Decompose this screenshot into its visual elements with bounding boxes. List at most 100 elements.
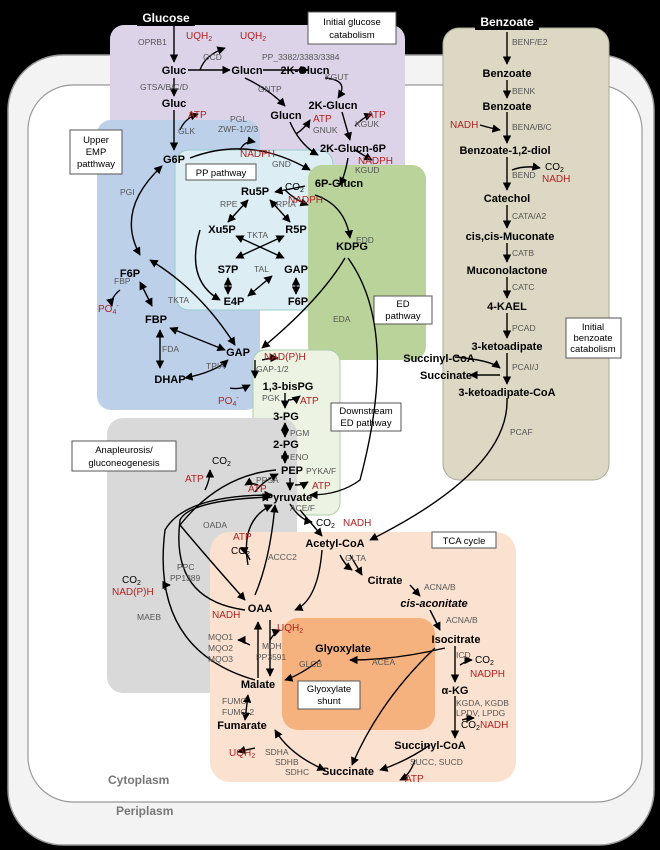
enzyme-ppc: PPC	[177, 562, 194, 572]
reaction-arrow	[341, 111, 352, 141]
reaction-arrow	[169, 326, 226, 352]
enzyme-mdh: MDH	[262, 641, 281, 651]
reaction-arrow	[162, 490, 273, 681]
3-ketoadipate: 3-ketoadipate	[472, 341, 543, 353]
cofactors: UQH2 UQH2 ATP ATP ATP NADPH NADPH CO2 NA…	[98, 31, 570, 785]
initial-glucose-label-1: Initial glucose	[323, 17, 381, 28]
enzyme-sdha: SDHA	[265, 747, 289, 757]
oaa: OAA	[248, 603, 273, 615]
reaction-arrow	[261, 257, 346, 349]
enzyme-tpia: TPIA	[206, 361, 225, 371]
reaction-arrow	[178, 493, 271, 611]
ed-label-2: pathway	[385, 311, 421, 322]
enzyme-catc: CATC	[512, 282, 535, 292]
reaction-arrow	[269, 199, 291, 223]
enzyme-pgi: PGI	[120, 187, 135, 197]
periplasm-label: Periplasm	[116, 804, 173, 818]
alpha-kg: α-KG	[442, 685, 469, 697]
nadph-zwf: NADPH	[240, 149, 275, 160]
reaction-arrow	[349, 554, 363, 576]
enzyme-pyka: PYKA/F	[306, 466, 336, 476]
enzyme-lpdv: LPDV, LPDG	[456, 708, 505, 718]
reaction-arrow	[130, 165, 163, 256]
f6p-pp: F6P	[288, 296, 308, 308]
reaction-arrow	[245, 504, 273, 566]
label-frame	[137, 8, 195, 26]
glyoxylate: Glyoxylate	[315, 643, 371, 655]
reaction-arrow	[269, 628, 281, 641]
reaction-arrow	[227, 199, 249, 223]
atp-pgk: ATP	[300, 396, 319, 407]
upper-emp-label-2: EMP	[86, 147, 107, 158]
enzyme-gcd: GCD	[203, 52, 222, 62]
reaction-arrow	[284, 189, 309, 207]
reaction-arrow	[309, 257, 379, 500]
reaction-arrow	[261, 353, 279, 363]
reaction-arrow	[289, 121, 319, 156]
nadph-maeb: NAD(P)H	[112, 587, 154, 598]
reaction-arrow	[244, 77, 286, 107]
reaction-arrow	[149, 259, 236, 346]
initial-benzoate-label-1: Initial	[582, 322, 604, 333]
gap: GAP	[226, 347, 250, 359]
enzyme-mqo3: MQO3	[208, 654, 233, 664]
enzyme-tkta: TKTA	[168, 295, 189, 305]
enzyme-fumc2: FUMC-2	[222, 707, 254, 717]
reaction-arrow	[179, 112, 199, 131]
reaction-arrow	[354, 149, 373, 161]
atp-glk: ATP	[188, 110, 207, 121]
enzyme-acea: ACEA	[372, 657, 395, 667]
atp-accc: ATP	[233, 532, 252, 543]
reaction-arrow	[235, 235, 285, 259]
co2-icd: CO2	[475, 655, 494, 667]
enzyme-gntp: GNTP	[258, 84, 282, 94]
enzyme-acna2: ACNA/B	[446, 615, 478, 625]
enzyme-eno: ENO	[290, 452, 309, 462]
glyoxylate-shunt-region	[282, 618, 435, 730]
enzyme-rpe: RPE	[220, 199, 238, 209]
e4p: E4P	[224, 296, 245, 308]
nadh-pyr: NADH	[343, 518, 371, 529]
enzyme-benf: BENF/E2	[512, 37, 548, 47]
nadh-kgd: NADH	[480, 720, 508, 731]
reaction-arrow	[314, 194, 354, 239]
nadh-mqo: NADH	[212, 610, 240, 621]
reaction-arrow	[324, 77, 346, 99]
glucose-input-label: Glucose	[142, 11, 190, 25]
nadph-gnd: NADPH	[288, 195, 323, 206]
reaction-arrow	[229, 384, 251, 393]
po4-dhap: PO4-	[218, 395, 239, 408]
enzyme-accc2: ACCC2	[268, 552, 297, 562]
6p-glucn: 6P-Glucn	[315, 178, 364, 190]
atp-gnuk: ATP	[313, 114, 332, 125]
enzyme-acna1: ACNA/B	[424, 582, 456, 592]
reaction-arrow	[244, 477, 259, 486]
uqh2-sdh: UQH2	[229, 748, 255, 760]
3-ketoadipate-coa: 3-ketoadipate-CoA	[458, 387, 555, 399]
nadh-bena: NADH	[450, 120, 478, 131]
enzyme-kguk: KGUK	[355, 119, 379, 129]
reaction-arrows	[106, 22, 541, 781]
enzyme-glta: GLTA	[345, 553, 366, 563]
ed-pathway-region	[308, 165, 426, 360]
upper-emp-label-3: patthway	[77, 159, 115, 170]
pyruvate: Pyruvate	[266, 492, 312, 504]
enzyme-pp3382: PP_3382/3383/3384	[262, 52, 340, 62]
enzyme-catb: CATB	[512, 248, 534, 258]
initial-benzoate-label-2: benzoate	[573, 333, 612, 344]
pp-pathway-label: PP pathway	[196, 168, 247, 179]
nadph-icd: NADPH	[470, 669, 505, 680]
reaction-arrow	[254, 504, 279, 596]
label-frame	[565, 317, 622, 359]
po4-fbp: PO4-	[98, 303, 119, 316]
label-frame	[297, 680, 361, 710]
metabolites: Gluc Glucn 2K-Glucn Gluc Glucn 2K-Glucn …	[120, 65, 556, 778]
reaction-arrow	[429, 609, 441, 631]
citrate: Citrate	[368, 575, 403, 587]
reaction-arrow	[369, 397, 508, 541]
3-pg: 3-PG	[273, 411, 299, 423]
uqh2-b: UQH2	[240, 31, 266, 43]
enzyme-gnd: GND	[272, 159, 291, 169]
benzoate-periplasm: Benzoate	[483, 68, 532, 80]
reaction-arrow	[409, 584, 421, 597]
